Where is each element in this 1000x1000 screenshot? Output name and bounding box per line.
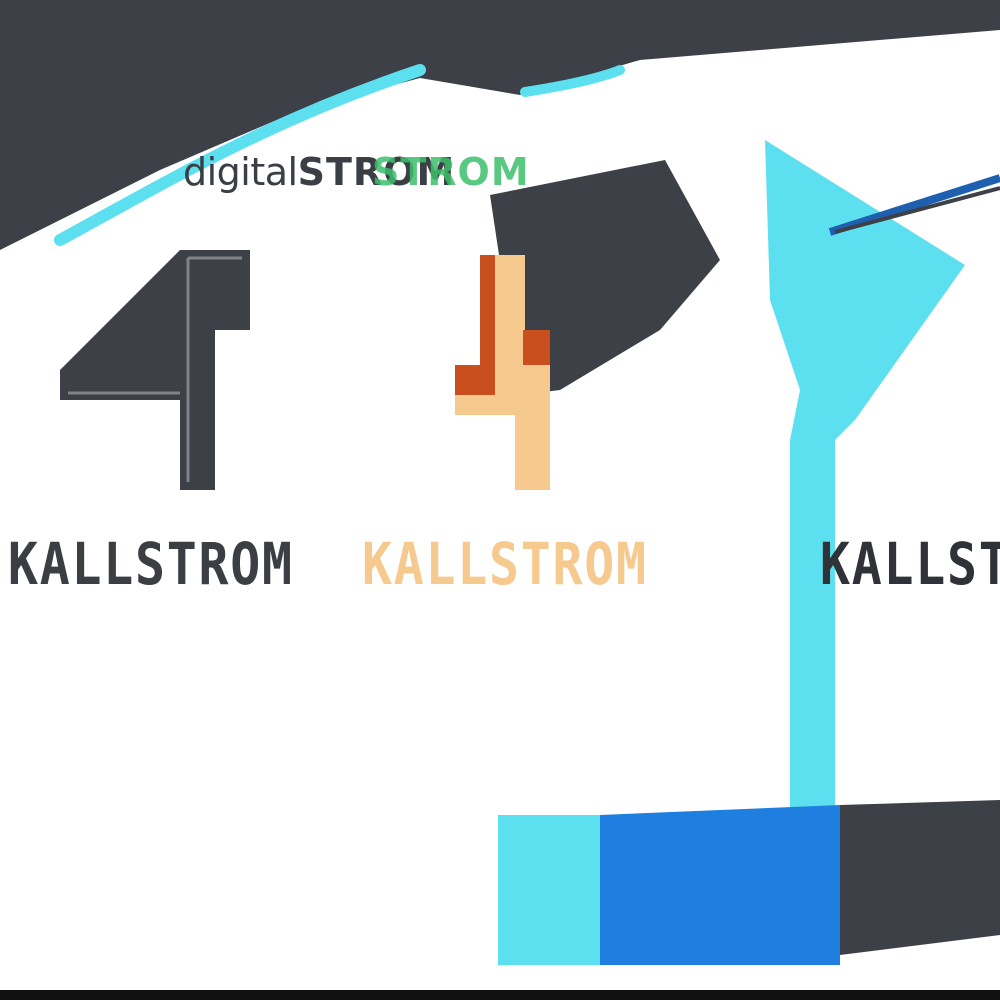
bottom-right-shadow [840, 800, 1000, 955]
player-name-right: KALLSTROM [820, 530, 1000, 598]
bottom-blue-panel [600, 805, 840, 965]
collar-trim-right [520, 65, 625, 97]
sleeve-accent-line-2 [834, 186, 1000, 234]
player-name-center: KALLSTROM [362, 530, 648, 598]
collar-trim-left [54, 64, 426, 246]
sponsor-overlay-text: STROM [372, 150, 530, 210]
sponsor-word: STROM [297, 150, 456, 194]
sleeve-accent-line [828, 174, 1000, 236]
player-name-left: KALLSTROM [8, 530, 294, 598]
right-shadow [830, 180, 1000, 990]
sponsor-overlay-word: STROM [372, 150, 530, 194]
sponsor-prefix: digital [183, 150, 298, 194]
number-four-center-glyph [455, 255, 550, 490]
number-four-left-glyph [60, 250, 250, 490]
sleeve-stripe [765, 140, 965, 810]
collar-band [0, 0, 1000, 250]
bottom-edge-bar [0, 990, 1000, 1000]
